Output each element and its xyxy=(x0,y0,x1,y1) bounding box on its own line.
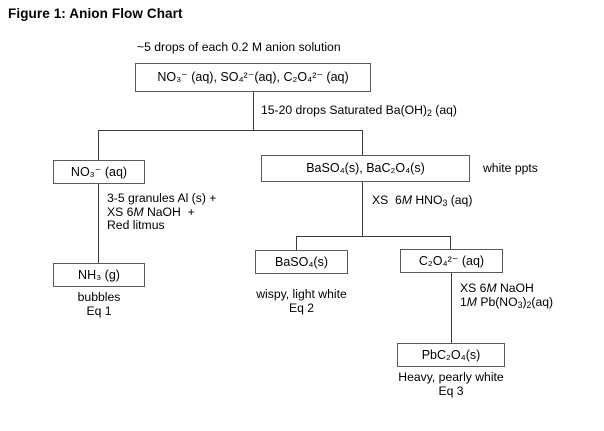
reagent-baoh2-text: 15-20 drops Saturated Ba(OH) xyxy=(261,103,427,117)
node-barium-sulfate: BaSO₄(s) xyxy=(255,250,348,274)
reagent-al-naoh-label: 3-5 granules Al (s) +XS 6M NaOH +Red lit… xyxy=(107,191,217,233)
reagent-al-naoh-line3: Red litmus xyxy=(107,218,165,233)
connector-branch2-to-oxalate xyxy=(450,236,451,249)
connector-branch2-to-baso4 xyxy=(296,236,297,250)
reagent-pb-subscript2: 2 xyxy=(526,299,532,310)
reagent-hno3-prefix: XS 6 xyxy=(372,193,402,207)
branch-bar-level2 xyxy=(296,236,451,237)
top-note-label: ~5 drops of each 0.2 M anion solution xyxy=(137,40,341,54)
reagent-baoh2-label: 15-20 drops Saturated Ba(OH)2 (aq) xyxy=(261,103,457,118)
connector-start-to-branch xyxy=(253,92,254,130)
observation-eq3-text: Eq 3 xyxy=(438,383,464,398)
reagent-hno3-formula: HNO xyxy=(411,193,443,207)
observation-white-ppts-label: white ppts xyxy=(483,161,538,175)
reagent-pb-subscript1: 3 xyxy=(517,299,523,310)
reagent-baoh2-subscript: 2 xyxy=(426,107,432,118)
node-nitrate-label: NO₃⁻ (aq) xyxy=(70,164,128,179)
reagent-pb-line1c: NaOH xyxy=(496,281,534,295)
node-oxalate: C₂O₄²⁻ (aq) xyxy=(400,249,503,273)
node-lead-oxalate-label: PbC₂O₄(s) xyxy=(421,347,481,362)
reagent-hno3-subscript: 3 xyxy=(442,197,448,208)
reagent-pb-line2d: ) xyxy=(522,294,527,309)
reagent-hno3-molarity: M xyxy=(401,193,412,207)
reagent-al-naoh-line1: 3-5 granules Al (s) + xyxy=(107,191,217,205)
node-white-precipitates: BaSO₄(s), BaC₂O₄(s) xyxy=(261,155,470,182)
reagent-pb-line2c: Pb(NO xyxy=(476,294,518,309)
node-white-precipitates-label: BaSO₄(s), BaC₂O₄(s) xyxy=(306,161,425,176)
connector-nitrate-to-ammonia xyxy=(98,184,99,263)
reagent-al-naoh-molarity: M xyxy=(133,204,144,219)
reagent-hno3-label: XS 6M HNO3 (aq) xyxy=(372,193,473,208)
observation-eq2-text: Eq 2 xyxy=(288,300,315,315)
observation-heavy-text: Heavy, pearly white xyxy=(398,370,504,384)
reagent-pb-line2e: (aq) xyxy=(531,294,554,309)
connector-branch-to-ppts xyxy=(362,130,363,155)
connector-oxalate-to-lead-oxalate xyxy=(451,273,452,343)
reagent-baoh2-suffix: (aq) xyxy=(431,103,457,117)
node-ammonia-label: NH₃ (g) xyxy=(78,267,120,282)
reagent-al-naoh-line2a: XS 6 xyxy=(107,204,134,219)
reagent-pb-molarity2: M xyxy=(466,294,477,309)
connector-ppts-to-branch2 xyxy=(362,182,363,236)
node-barium-sulfate-label: BaSO₄(s) xyxy=(274,254,329,269)
observation-wispy-text: wispy, light white xyxy=(256,287,347,301)
node-lead-oxalate: PbC₂O₄(s) xyxy=(397,343,505,367)
reagent-hno3-suffix: (aq) xyxy=(447,193,473,207)
node-oxalate-label: C₂O₄²⁻ (aq) xyxy=(418,253,485,268)
connector-branch-to-nitrate xyxy=(98,130,99,160)
node-nitrate: NO₃⁻ (aq) xyxy=(53,160,145,184)
reagent-al-naoh-line2c: NaOH + xyxy=(143,204,195,219)
reagent-pb-line2a: 1 xyxy=(460,294,467,309)
node-start-solution: NO₃⁻ (aq), SO₄²⁻(aq), C₂O₄²⁻ (aq) xyxy=(135,63,371,92)
figure-title: Figure 1: Anion Flow Chart xyxy=(8,6,183,21)
reagent-pb-molarity1: M xyxy=(486,281,497,295)
node-ammonia: NH₃ (g) xyxy=(53,263,145,287)
observation-bubbles-text: bubbles xyxy=(77,290,121,304)
node-start-solution-label: NO₃⁻ (aq), SO₄²⁻(aq), C₂O₄²⁻ (aq) xyxy=(157,70,349,85)
observation-eq1-text: Eq 1 xyxy=(86,303,112,318)
branch-bar-level1 xyxy=(98,130,362,131)
reagent-pb-line1a: XS 6 xyxy=(460,281,487,295)
